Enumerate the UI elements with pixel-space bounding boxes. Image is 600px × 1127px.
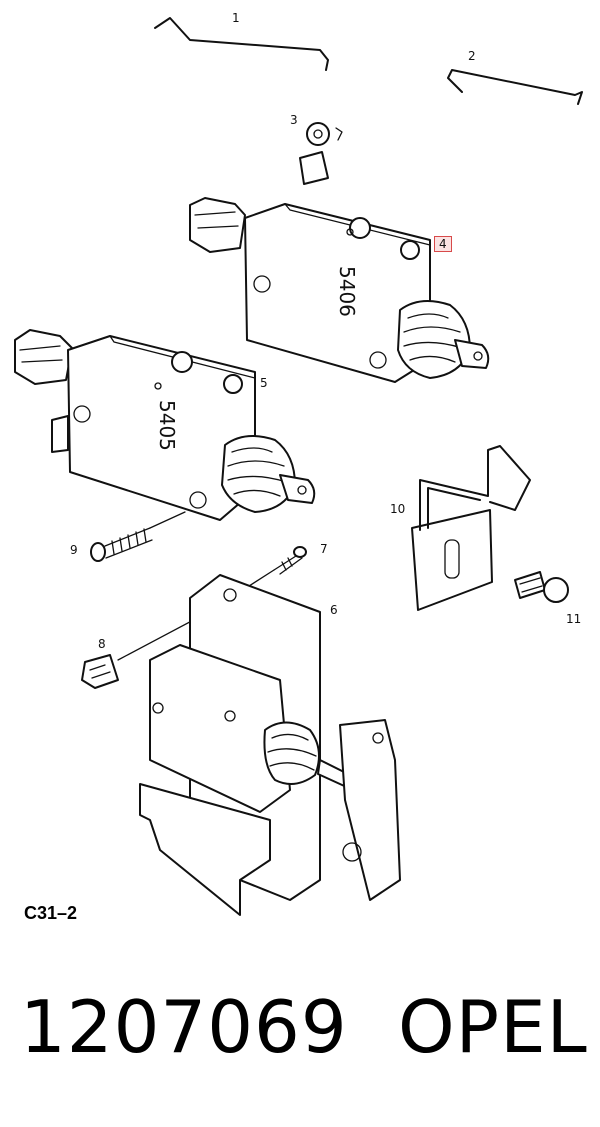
part-9-screw [90,511,186,562]
part-3-clip [299,122,343,185]
part-2-rod [447,69,583,105]
callout-9: 9 [70,543,78,557]
callout-4-highlighted[interactable]: 4 [434,236,452,252]
part-11-bolt [514,571,569,603]
callout-1: 1 [232,11,240,25]
callout-5: 5 [260,376,268,390]
figure-code: C31–2 [24,903,78,923]
callout-2: 2 [468,49,476,63]
part-10-bracket [411,445,531,611]
callout-8: 8 [98,637,106,651]
callout-7: 7 [320,542,328,556]
brand-name: OPEL [398,985,588,1069]
exploded-parts-diagram: 5406 5405 [14,17,583,916]
callout-6: 6 [330,603,338,617]
actuator-upper-label: 5406 [335,266,359,317]
actuator-lower [14,329,316,521]
actuator-upper [189,197,490,383]
part-1-rod [154,17,329,71]
callout-11: 11 [566,612,582,626]
part-7-screw [234,546,307,596]
part-number: 1207069 [20,985,348,1069]
part-6-assembly [139,574,401,916]
callout-10: 10 [390,502,406,516]
callout-3: 3 [290,113,298,127]
actuator-lower-label: 5405 [155,400,179,451]
